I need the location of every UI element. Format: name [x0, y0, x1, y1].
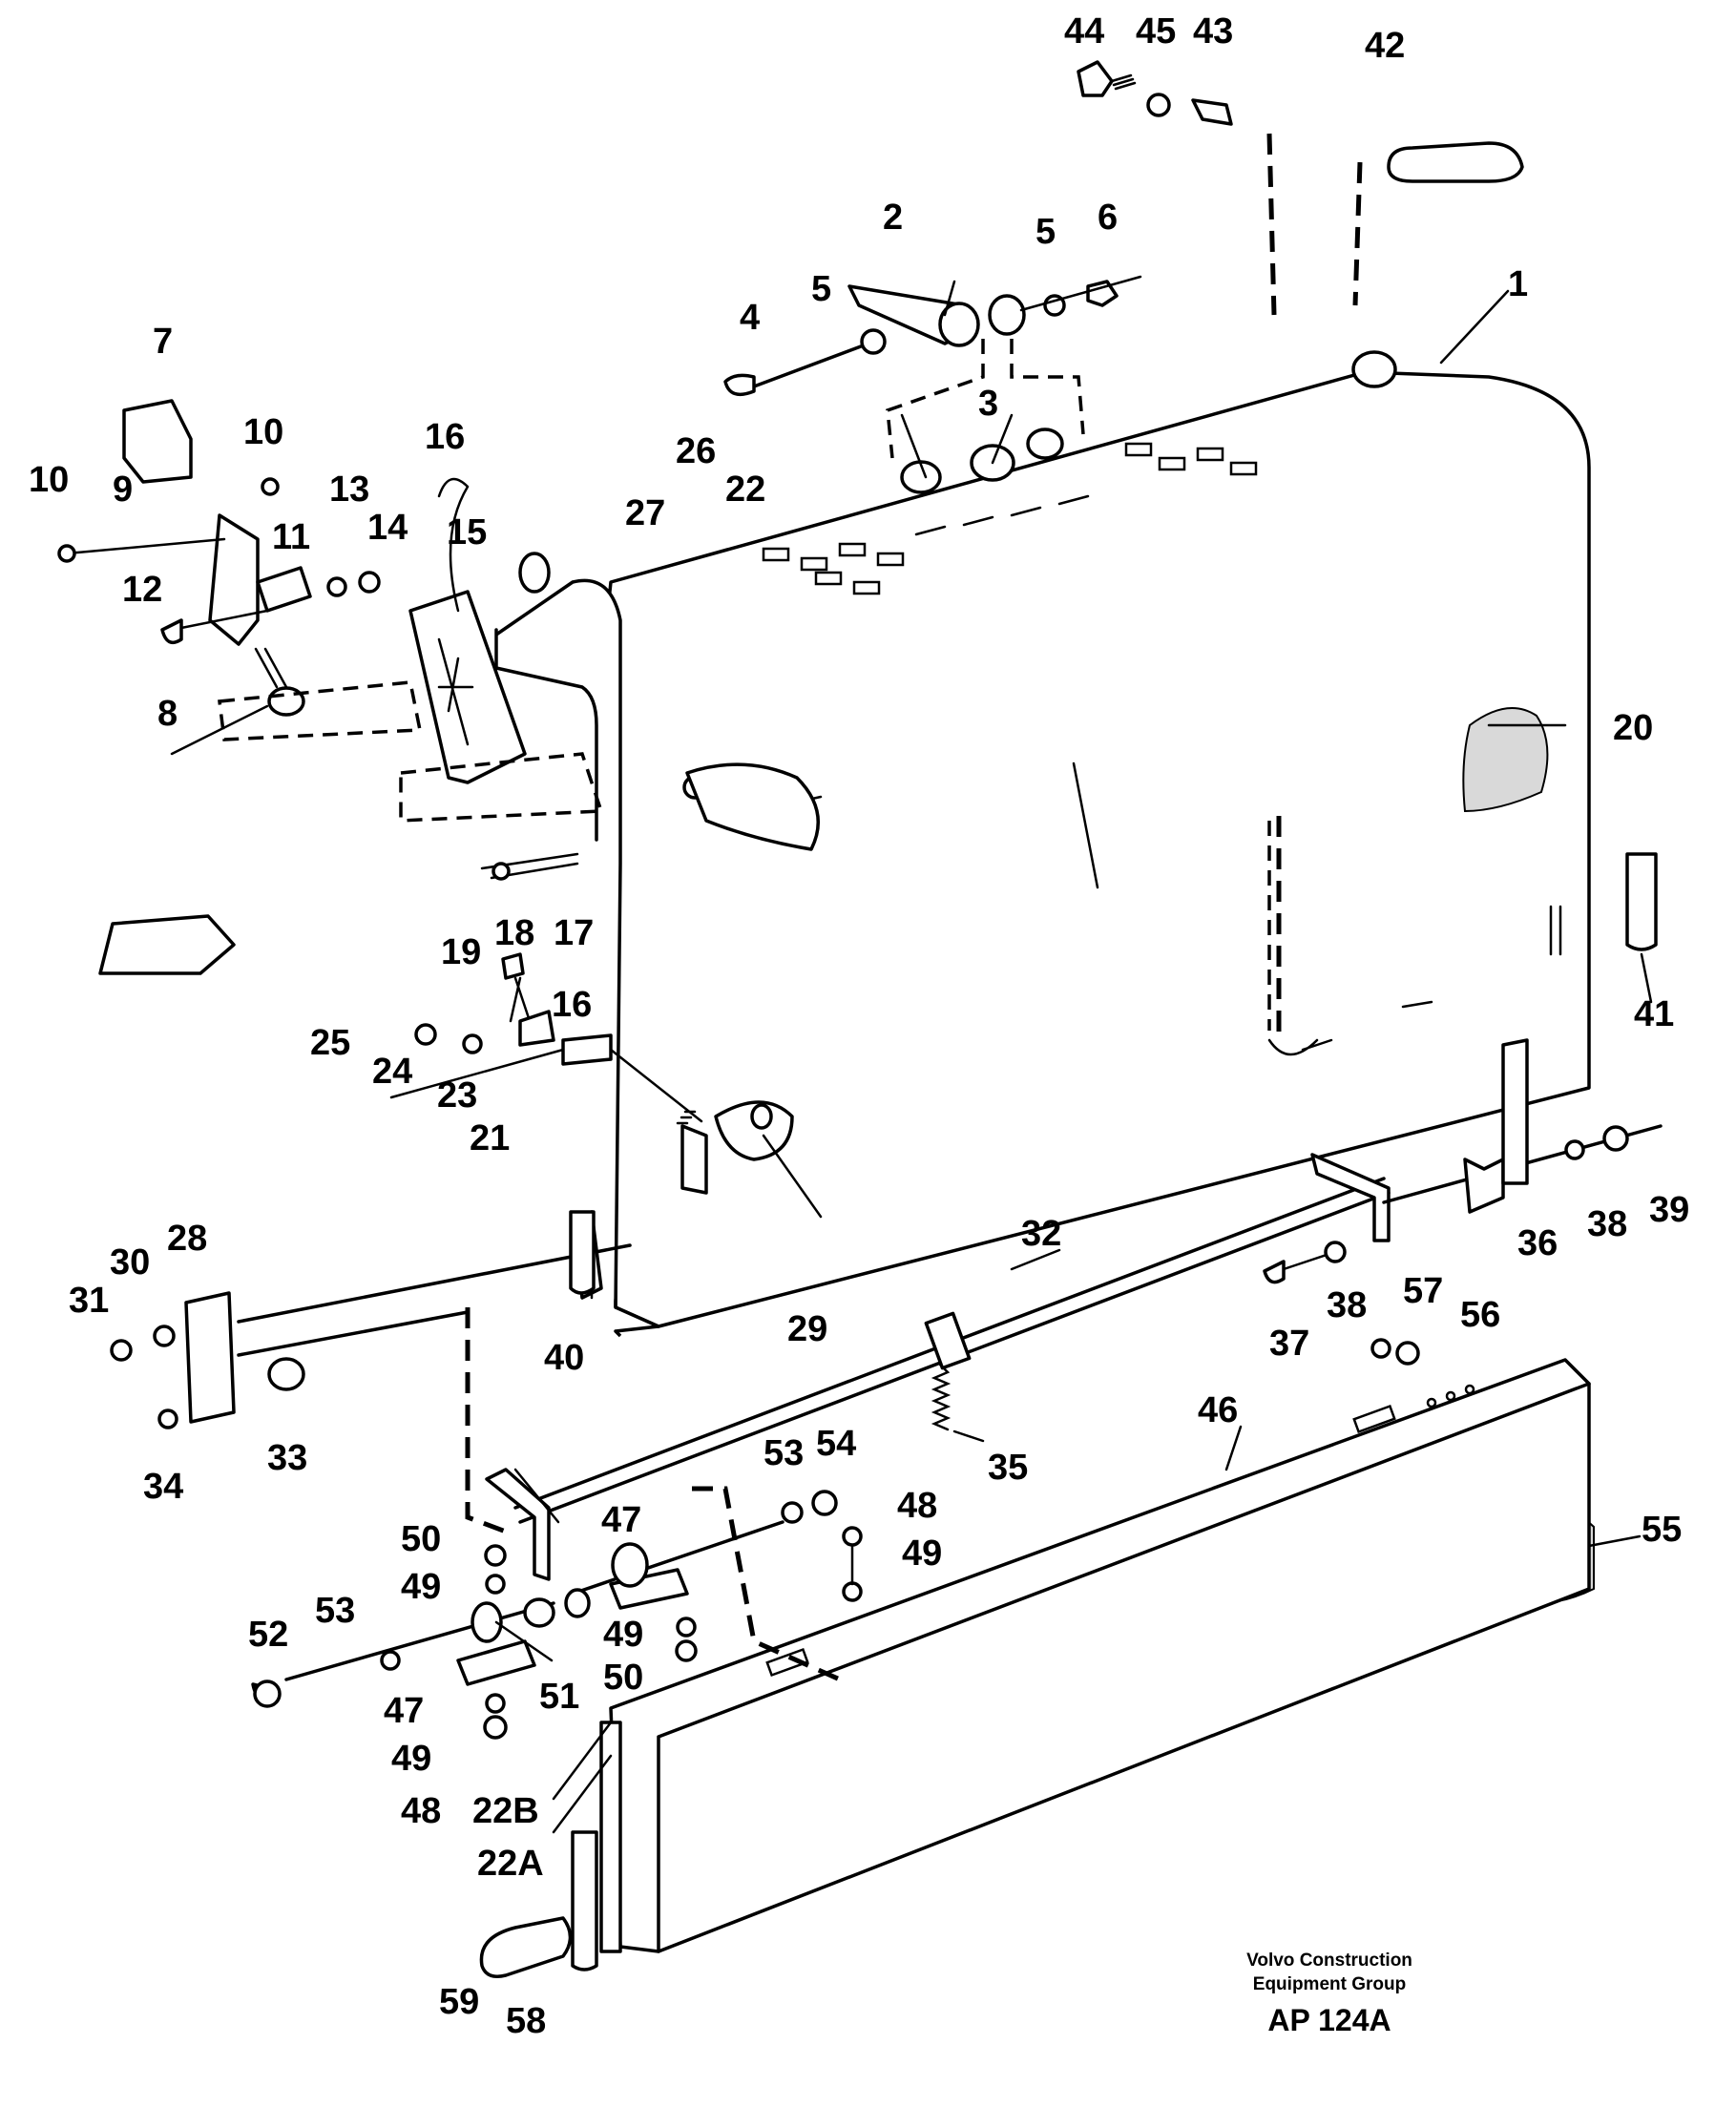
callout-labels: 44 45 43 42 2 5 6 5 4 3 1 7 10 10 9 16 1…	[29, 11, 1689, 2041]
callout-49c: 49	[603, 1615, 643, 1655]
callout-37: 37	[1269, 1324, 1309, 1364]
callout-31: 31	[69, 1281, 109, 1321]
callout-43: 43	[1193, 11, 1233, 52]
callout-49a: 49	[401, 1567, 441, 1607]
callout-8: 8	[157, 694, 178, 734]
callout-5: 5	[811, 269, 831, 309]
hood-panel	[580, 350, 1591, 1328]
callout-5b: 5	[1035, 212, 1056, 252]
callout-41: 41	[1634, 994, 1674, 1034]
callout-33: 33	[267, 1438, 307, 1478]
seal-strip-22a	[599, 1721, 622, 1953]
callout-10a: 10	[29, 460, 69, 500]
callout-20: 20	[1613, 708, 1653, 748]
callout-19: 19	[441, 932, 481, 972]
callout-26: 26	[676, 431, 716, 471]
callout-21: 21	[470, 1118, 510, 1158]
callout-4: 4	[740, 298, 760, 338]
callout-34: 34	[143, 1467, 183, 1507]
callout-45: 45	[1136, 11, 1176, 52]
callout-17: 17	[554, 913, 594, 953]
leader-lines	[170, 280, 1653, 1834]
callout-27: 27	[625, 493, 665, 533]
callout-48a: 48	[897, 1486, 937, 1526]
callout-22a: 22A	[477, 1844, 544, 1884]
callout-12: 12	[122, 570, 162, 610]
callout-22b: 22B	[472, 1791, 539, 1831]
callout-56: 56	[1460, 1295, 1500, 1335]
callout-48b: 48	[401, 1791, 441, 1831]
callout-15: 15	[447, 512, 487, 553]
callout-2: 2	[883, 198, 903, 238]
callout-10b: 10	[243, 412, 283, 452]
callout-35: 35	[988, 1448, 1028, 1488]
callout-55: 55	[1642, 1510, 1682, 1550]
callout-57: 57	[1403, 1271, 1443, 1311]
linkage-shaft	[110, 1038, 1663, 1740]
callout-1: 1	[1508, 264, 1528, 304]
callout-3: 3	[978, 384, 998, 424]
callout-38a: 38	[1587, 1204, 1627, 1244]
callout-9: 9	[113, 469, 133, 510]
side-panel	[609, 1358, 1591, 1953]
grip-59	[479, 1916, 573, 1978]
callout-46: 46	[1198, 1390, 1238, 1430]
callout-18: 18	[494, 913, 534, 953]
callout-38b: 38	[1327, 1285, 1367, 1325]
drawing-code: AP 124A	[1267, 2003, 1391, 2037]
vent-slots	[762, 442, 1258, 595]
credit-line-1: Volvo Construction	[1246, 1951, 1412, 1971]
callout-25: 25	[310, 1023, 350, 1063]
callout-36: 36	[1517, 1223, 1558, 1263]
callout-49d: 49	[391, 1739, 431, 1779]
callout-13: 13	[329, 469, 369, 510]
callout-49b: 49	[902, 1533, 942, 1574]
callout-58: 58	[506, 2001, 546, 2041]
callout-23: 23	[437, 1075, 477, 1116]
callout-28: 28	[167, 1219, 207, 1259]
callout-44: 44	[1064, 11, 1104, 52]
callout-53a: 53	[763, 1433, 804, 1473]
callout-39: 39	[1649, 1190, 1689, 1230]
callout-24: 24	[372, 1052, 412, 1092]
callout-47b: 47	[384, 1691, 424, 1731]
latch-assembly	[57, 399, 1658, 1300]
callout-50b: 50	[603, 1658, 643, 1698]
callout-6: 6	[1098, 198, 1118, 238]
credit-line-2: Equipment Group	[1253, 1974, 1406, 1994]
insulation-patch-20	[1462, 707, 1549, 813]
left-frame-post	[494, 552, 660, 1338]
callout-22: 22	[725, 469, 765, 510]
callout-53b: 53	[315, 1591, 355, 1631]
hinge-assembly	[723, 60, 1524, 494]
credit-block: Volvo Construction Equipment Group AP 12…	[1246, 1951, 1412, 2037]
callout-47a: 47	[601, 1500, 641, 1540]
callout-11: 11	[272, 517, 310, 557]
seal-strip-58	[571, 1830, 598, 1972]
callout-40: 40	[544, 1338, 584, 1378]
forward-arrow-icon	[98, 914, 236, 975]
callout-14: 14	[367, 508, 408, 548]
callout-16b: 16	[552, 985, 592, 1025]
callout-51: 51	[539, 1677, 579, 1717]
callout-52: 52	[248, 1615, 288, 1655]
callout-42: 42	[1365, 26, 1405, 66]
callout-16a: 16	[425, 417, 465, 457]
callout-50a: 50	[401, 1519, 441, 1559]
callout-54: 54	[816, 1424, 856, 1464]
callout-59: 59	[439, 1982, 479, 2022]
callout-7: 7	[153, 322, 173, 362]
callout-30: 30	[110, 1242, 150, 1283]
callout-29: 29	[787, 1309, 827, 1349]
callout-32: 32	[1021, 1214, 1061, 1254]
